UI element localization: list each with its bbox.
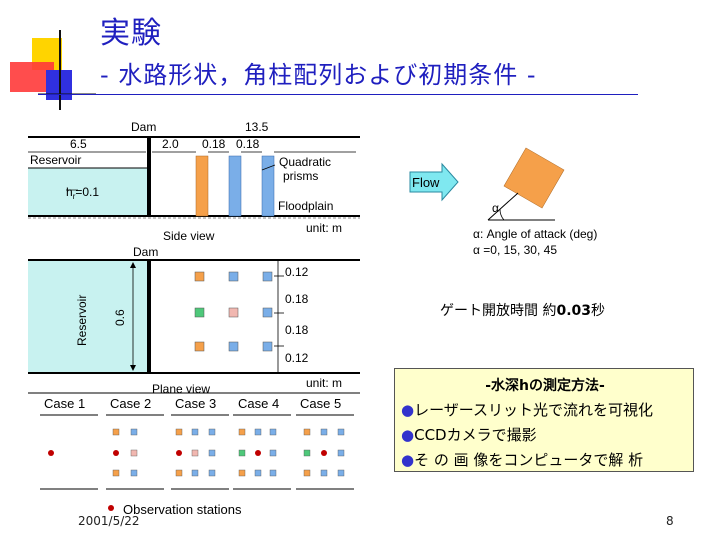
- angle-of-attack-inset: Flow α α: Angle of attack (deg) α =0, 15…: [409, 147, 597, 257]
- spacing-2: 0.18: [285, 292, 309, 306]
- plane-reservoir-label: Reservoir: [75, 295, 89, 346]
- floodplain-label: Floodplain: [278, 199, 333, 213]
- station-dot: [255, 450, 261, 456]
- angle-values: α =0, 15, 30, 45: [473, 243, 557, 257]
- bullet-icon: ●: [401, 401, 415, 419]
- method-item: ●レーザースリット光で流れを可視化: [401, 401, 654, 419]
- case-2-label: Case 2: [110, 396, 151, 411]
- measurement-method-box: -水深hの測定方法- ●レーザースリット光で流れを可視化 ●CCDカメラで撮影 …: [394, 368, 694, 472]
- footer-date: 2001/5/22: [78, 514, 140, 528]
- spacing-4: 0.12: [285, 351, 309, 365]
- prisms-label-2: prisms: [283, 169, 318, 183]
- plane-dam: [147, 260, 151, 373]
- station-dot: [113, 450, 119, 456]
- plan-prism-blue: [228, 271, 239, 282]
- station-dot: [48, 450, 54, 456]
- slide-title: 実験: [100, 16, 162, 51]
- dam-gate: [147, 137, 151, 216]
- case-1-label: Case 1: [44, 396, 85, 411]
- plan-prism-orange: [194, 271, 205, 282]
- prism-blue: [228, 155, 242, 217]
- water-depth-label: hr=0.1: [66, 185, 99, 201]
- plan-prism-pink: [228, 307, 239, 318]
- rotated-prism: [503, 147, 565, 209]
- plan-prism-green: [194, 307, 205, 318]
- plan-prism-orange: [194, 341, 205, 352]
- dim-prism-a: 0.18: [202, 137, 226, 151]
- plan-prism-blue: [262, 271, 273, 282]
- spacing-3: 0.18: [285, 323, 309, 337]
- plan-prism-blue: [228, 341, 239, 352]
- bullet-icon: ●: [401, 426, 415, 444]
- plane-reservoir-water: [28, 261, 148, 373]
- flow-arrow: [409, 162, 459, 202]
- reservoir-side-label: Reservoir: [30, 153, 81, 167]
- case-4-label: Case 4: [238, 396, 279, 411]
- plane-dam-label: Dam: [133, 245, 158, 259]
- legend-station-dot: [108, 505, 114, 511]
- side-view-caption: Side view: [163, 229, 215, 243]
- gate-opening-time: ゲート開放時間 約0.03秒: [440, 303, 605, 319]
- flow-label: Flow: [412, 175, 440, 190]
- channel-figure: Dam 6.5 2.0 0.18 0.18 13.5 Reservoir hr=…: [28, 120, 360, 517]
- case-5-label: Case 5: [300, 396, 341, 411]
- bullet-icon: ●: [401, 451, 415, 469]
- station-dot: [176, 450, 182, 456]
- method-title: -水深hの測定方法-: [485, 378, 605, 394]
- slide-subtitle: - 水路形状，角柱配列および初期条件 -: [100, 61, 537, 89]
- prism-blue: [261, 155, 275, 217]
- side-unit-label: unit: m: [306, 221, 342, 235]
- alpha-symbol: α: [492, 201, 499, 215]
- prism-orange: [195, 155, 209, 217]
- page-number: 8: [666, 514, 674, 528]
- reservoir-water: [28, 168, 148, 216]
- plane-view-caption: Plane view: [152, 382, 210, 396]
- dim-gap: 2.0: [162, 137, 179, 151]
- cases-panel: Case 1 Case 2 Case 3 Case 4 Case 5: [28, 392, 360, 517]
- plan-prism-blue: [262, 341, 273, 352]
- plane-unit-label: unit: m: [306, 376, 342, 390]
- case-3-label: Case 3: [175, 396, 216, 411]
- dim-reservoir-length: 6.5: [70, 137, 87, 151]
- method-item: ●そ の 画 像をコンピュータで解 析: [401, 451, 644, 469]
- title-rule: [38, 94, 638, 95]
- legend-label: Observation stations: [123, 502, 242, 517]
- plan-prism-blue: [262, 307, 273, 318]
- station-dot: [321, 450, 327, 456]
- side-dam-label: Dam: [131, 120, 156, 134]
- dim-channel-length: 13.5: [245, 120, 269, 134]
- method-item: ●CCDカメラで撮影: [401, 426, 537, 444]
- channel-width-label: 0.6: [113, 309, 127, 326]
- plane-view: Dam Reservoir 0.6 0.12 0.18 0.18 0.12 Pl…: [28, 245, 360, 396]
- dim-prism-b: 0.18: [236, 137, 260, 151]
- slide-logo: [10, 30, 96, 110]
- angle-description: α: Angle of attack (deg): [473, 227, 597, 241]
- side-view: Dam 6.5 2.0 0.18 0.18 13.5 Reservoir hr=…: [28, 120, 360, 243]
- spacing-1: 0.12: [285, 265, 309, 279]
- prisms-label-1: Quadratic: [279, 155, 331, 169]
